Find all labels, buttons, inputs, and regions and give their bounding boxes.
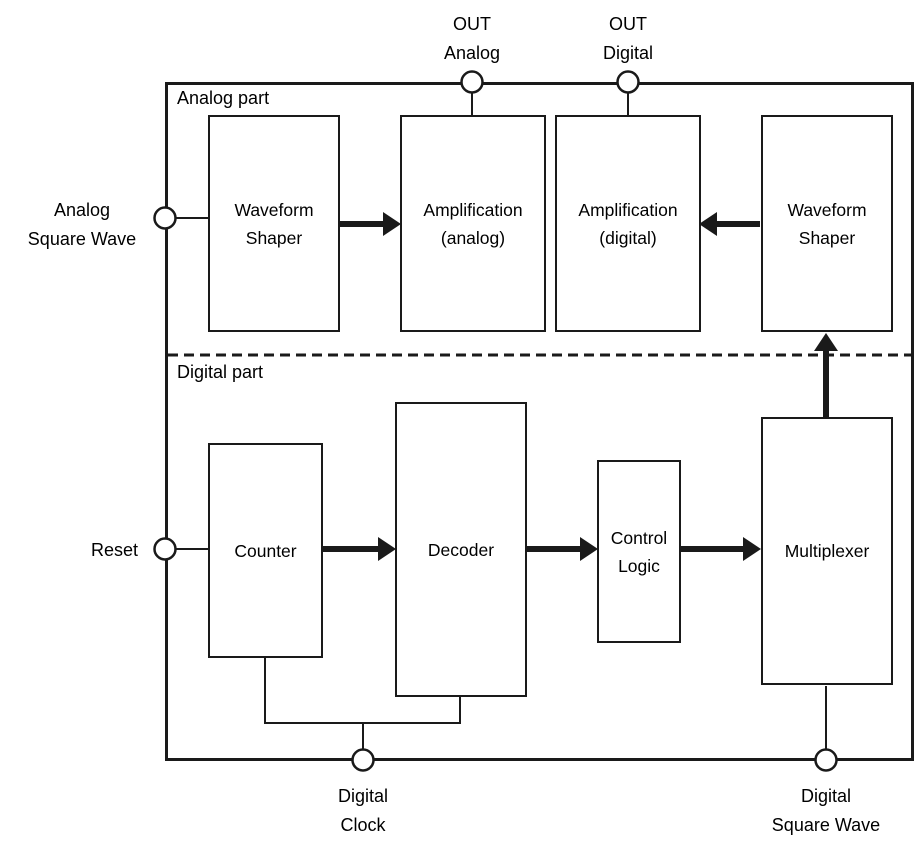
port-label-digital-clock: Digital Clock xyxy=(303,782,423,840)
terminal-digital-square-wave xyxy=(814,748,838,772)
port-label-line: Square Wave xyxy=(27,229,137,249)
port-label-line: Digital xyxy=(800,786,852,806)
port-label-line: Square Wave xyxy=(771,815,881,835)
port-label-analog-square-wave: Analog Square Wave xyxy=(22,196,142,254)
arrowhead-ws-to-amp-analog xyxy=(383,212,401,236)
block-counter: Counter xyxy=(208,443,323,658)
port-label-line: OUT xyxy=(453,14,491,34)
terminal-digital-clock xyxy=(351,748,375,772)
terminal-out-digital xyxy=(616,70,640,94)
digital-part-label: Digital part xyxy=(177,362,264,382)
analog-part-label: Analog part xyxy=(177,88,270,108)
block-decoder: Decoder xyxy=(395,402,527,697)
port-label-digital-square-wave: Digital Square Wave xyxy=(756,782,896,840)
port-label-line: Digital xyxy=(337,786,389,806)
connector-lines xyxy=(176,92,827,750)
arrowhead-control-to-mux xyxy=(743,537,761,561)
port-label-line: Analog xyxy=(53,200,111,220)
block-control-logic: Control Logic xyxy=(597,460,681,643)
port-label-out-analog: OUT Analog xyxy=(412,10,532,68)
block-label: Multiplexer xyxy=(784,541,870,561)
arrowhead-counter-to-decoder xyxy=(378,537,396,561)
block-label: Amplification (analog) xyxy=(423,199,523,248)
arrowhead-ws-to-amp-digital xyxy=(699,212,717,236)
block-label: Control Logic xyxy=(610,527,668,576)
block-label: Waveform Shaper xyxy=(234,199,314,248)
block-waveform-shaper-right: Waveform Shaper xyxy=(761,115,893,332)
port-label-line: Analog xyxy=(443,43,501,63)
block-waveform-shaper-left: Waveform Shaper xyxy=(208,115,340,332)
terminal-out-analog xyxy=(460,70,484,94)
signal-arrows xyxy=(322,212,838,561)
arrowhead-decoder-to-control xyxy=(580,537,598,561)
port-label-line: OUT xyxy=(609,14,647,34)
port-label-line: Digital xyxy=(602,43,654,63)
block-amplification-digital: Amplification (digital) xyxy=(555,115,701,332)
port-label-line: Clock xyxy=(340,815,386,835)
block-label: Decoder xyxy=(427,539,495,560)
block-label: Waveform Shaper xyxy=(787,199,867,248)
terminal-reset xyxy=(153,537,177,561)
port-label-out-digital: OUT Digital xyxy=(568,10,688,68)
block-multiplexer: Multiplexer xyxy=(761,417,893,685)
block-amplification-analog: Amplification (analog) xyxy=(400,115,546,332)
terminals xyxy=(153,70,838,772)
system-boundary xyxy=(165,82,914,761)
terminal-analog-square-wave xyxy=(153,206,177,230)
block-label: Counter xyxy=(234,540,297,561)
block-label: Amplification (digital) xyxy=(578,199,678,248)
arrowhead-mux-to-ws xyxy=(814,333,838,351)
port-label-reset: Reset xyxy=(90,540,138,560)
